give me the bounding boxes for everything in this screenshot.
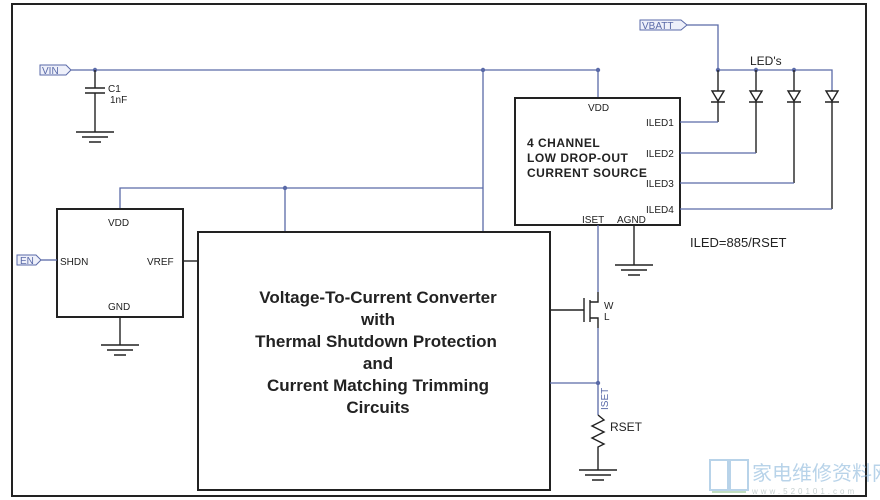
vdd-wire: [119, 70, 484, 232]
svg-text:Voltage-To-Current Converter: Voltage-To-Current Converter: [259, 288, 497, 307]
vbatt-port: VBATT: [639, 19, 688, 32]
svg-text:VREF: VREF: [147, 257, 174, 268]
svg-text:L: L: [604, 312, 610, 323]
iled-wires: [680, 121, 832, 210]
mosfet: W L: [550, 292, 614, 328]
frame: [11, 3, 867, 497]
svg-text:ILED1: ILED1: [646, 118, 674, 129]
led-diodes: [710, 70, 840, 209]
ground-icon: [615, 225, 653, 276]
svg-text:4 CHANNEL: 4 CHANNEL: [527, 136, 600, 150]
svg-text:VDD: VDD: [588, 103, 609, 114]
svg-text:CURRENT SOURCE: CURRENT SOURCE: [527, 166, 647, 180]
svg-text:LED's: LED's: [750, 54, 782, 68]
svg-text:家电维修资料网: 家电维修资料网: [752, 462, 880, 485]
svg-text:Thermal Shutdown Protection: Thermal Shutdown Protection: [255, 332, 497, 351]
svg-text:VDD: VDD: [108, 218, 129, 229]
svg-text:ILED2: ILED2: [646, 149, 674, 160]
svg-text:VBATT: VBATT: [642, 21, 673, 32]
svg-text:with: with: [360, 310, 395, 329]
watermark-logo: 家电维修资料网 www.520101.com: [709, 459, 880, 496]
svg-text:Current Matching Trimming: Current Matching Trimming: [267, 376, 489, 395]
svg-text:SHDN: SHDN: [60, 257, 88, 268]
svg-text:C1: C1: [108, 84, 121, 95]
iset-net-label: ISET: [600, 388, 611, 410]
svg-text:ILED3: ILED3: [646, 179, 674, 190]
svg-text:1nF: 1nF: [110, 95, 127, 106]
svg-text:GND: GND: [108, 302, 130, 313]
svg-text:LOW DROP-OUT: LOW DROP-OUT: [527, 151, 628, 165]
reference-block: VDD SHDN VREF GND: [56, 208, 184, 318]
capacitor-c1: C1 1nF: [76, 70, 127, 143]
current-source-block: VDD 4 CHANNEL LOW DROP-OUT CURRENT SOURC…: [514, 97, 681, 226]
formula: ILED=885/RSET: [690, 235, 787, 250]
svg-text:EN: EN: [20, 256, 34, 267]
svg-text:www.520101.com: www.520101.com: [751, 487, 857, 496]
svg-text:W: W: [604, 301, 614, 312]
vin-wire: [71, 69, 599, 98]
svg-text:RSET: RSET: [610, 420, 643, 434]
en-port: EN: [16, 254, 57, 267]
converter-block: Voltage-To-Current Converter with Therma…: [197, 231, 551, 491]
iset-wire: [550, 225, 599, 415]
vin-port: VIN: [39, 64, 72, 77]
svg-text:Circuits: Circuits: [346, 398, 409, 417]
svg-text:VIN: VIN: [42, 66, 59, 77]
ground-icon: [101, 317, 139, 356]
svg-text:ISET: ISET: [582, 215, 604, 226]
svg-text:ILED4: ILED4: [646, 205, 674, 216]
svg-text:AGND: AGND: [617, 215, 646, 226]
resistor-rset: RSET: [579, 414, 643, 481]
svg-text:and: and: [363, 354, 393, 373]
